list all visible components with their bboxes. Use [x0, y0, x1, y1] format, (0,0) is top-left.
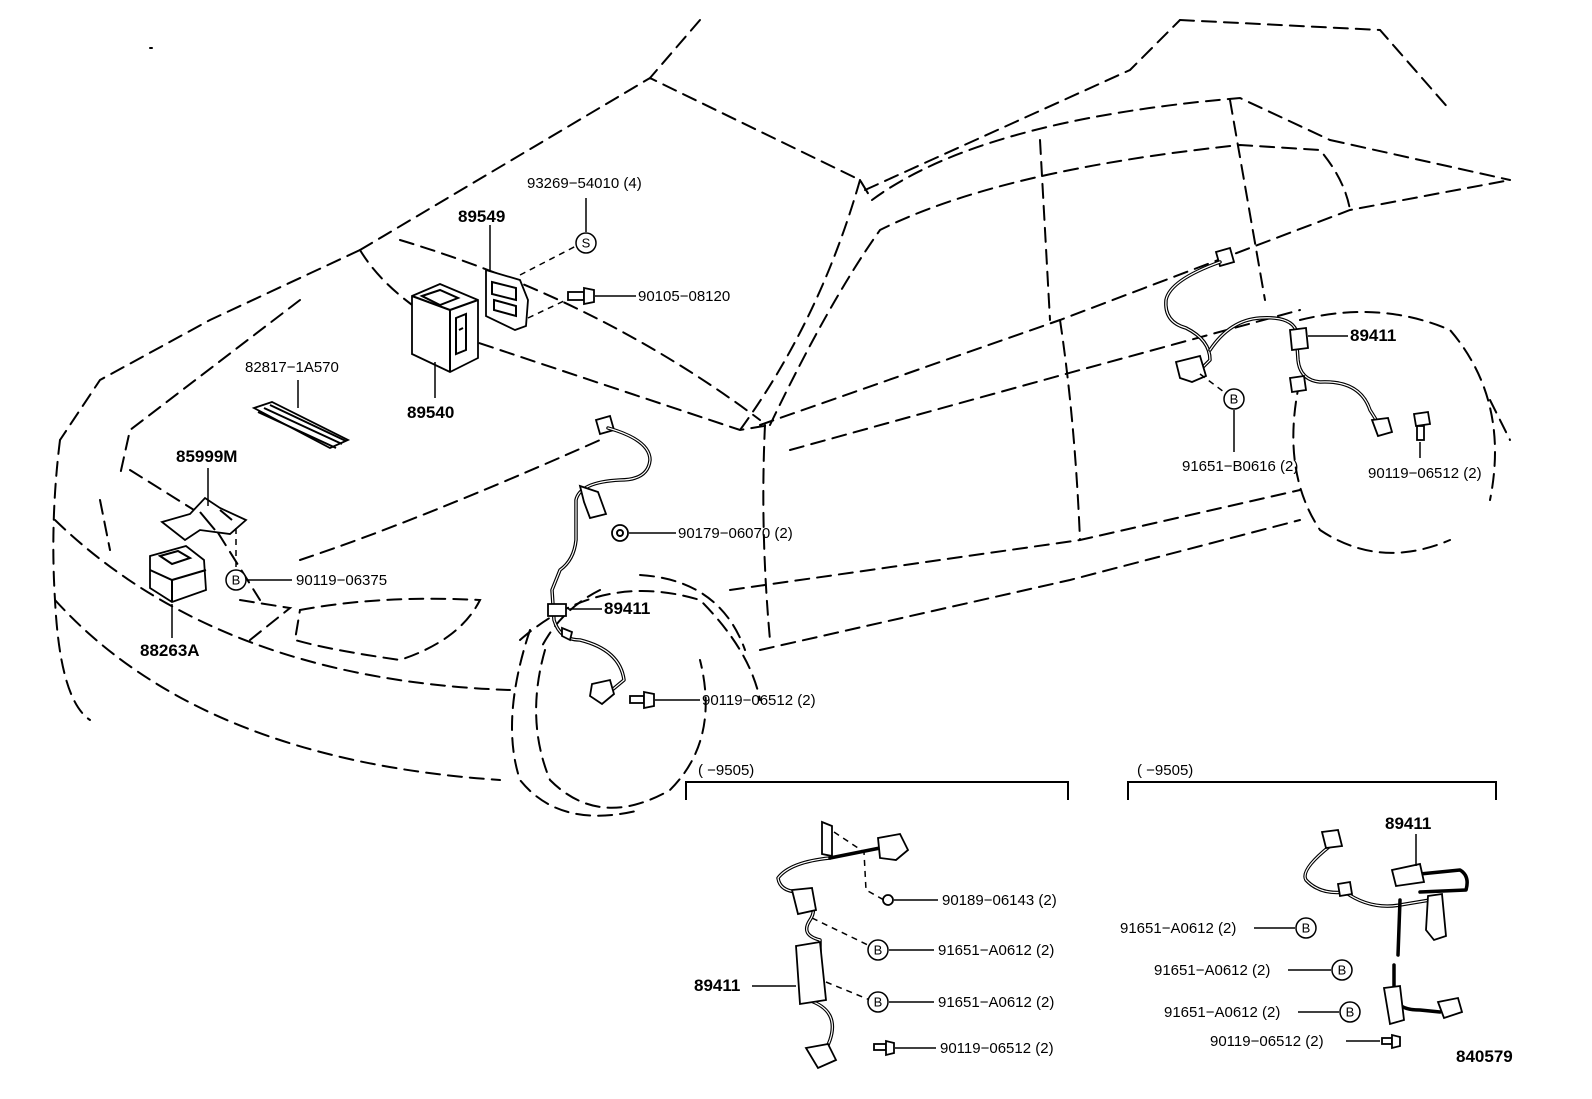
- b-marker-icon: [1295, 917, 1317, 939]
- b-marker-text-1: B: [232, 573, 241, 588]
- b-marker-text-2: B: [1230, 392, 1239, 407]
- inset-left-label-91651-b: 91651−A0612 (2): [938, 994, 1054, 1011]
- ecu-bracket-89549: [485, 225, 529, 331]
- label-90119-front: 90119−06512 (2): [702, 692, 816, 709]
- inset-right-b-text-1: B: [1302, 921, 1311, 936]
- bolt-90119-inset-left-icon: [873, 1039, 895, 1057]
- bolt-90189-icon: [882, 894, 894, 906]
- inset-right-b-text-2: B: [1338, 963, 1347, 978]
- label-89549: 89549: [458, 207, 505, 226]
- label-91651-b0616: 91651−B0616 (2): [1182, 458, 1298, 475]
- inset-right-b-text-3: B: [1346, 1005, 1355, 1020]
- car-body-outline: [52, 19, 1511, 817]
- inset-left-label-91651-a: 91651−A0612 (2): [938, 942, 1054, 959]
- b-marker-icon: [1223, 388, 1245, 410]
- front-speed-sensor-89411: [547, 414, 652, 706]
- label-90119-06375: 90119−06375: [296, 572, 387, 589]
- bolt-90119-rear-icon: [1412, 410, 1432, 441]
- label-89411-front: 89411: [604, 599, 650, 618]
- inset-right-rear-pre9505: ( −9505) 89411 B 91651−A0612 (2) B 91651…: [1120, 762, 1497, 1050]
- label-82817: 82817−1A570: [245, 359, 339, 376]
- inset-right-label-91651-b: 91651−A0612 (2): [1154, 962, 1270, 979]
- inset-right-label-89411: 89411: [1385, 814, 1431, 833]
- figure-id: 840579: [1456, 1047, 1513, 1066]
- inset-left-front-pre9505: ( −9505) 90189−06143 (2) B 91651−A0612 (…: [685, 762, 1069, 1070]
- inset-right-range: ( −9505): [1137, 762, 1193, 779]
- b-marker-icon: [225, 569, 247, 591]
- label-90179: 90179−06070 (2): [678, 525, 793, 542]
- inset-left-label-90189: 90189−06143 (2): [942, 892, 1057, 909]
- label-90119-rear: 90119−06512 (2): [1368, 465, 1482, 482]
- harness-protector-82817: [251, 380, 351, 449]
- inset-right-label-90119: 90119−06512 (2): [1210, 1033, 1324, 1050]
- b-marker-icon: [867, 991, 889, 1013]
- label-85999m: 85999M: [176, 447, 237, 466]
- label-89540: 89540: [407, 403, 454, 422]
- bracket-85999m: [160, 468, 248, 542]
- bolt-90119-front-icon: [629, 690, 655, 710]
- inset-left-label-90119: 90119−06512 (2): [940, 1040, 1054, 1057]
- inset-left-bracket: [685, 781, 1069, 800]
- leader-93269: [519, 244, 579, 276]
- label-90105: 90105−08120: [638, 288, 730, 305]
- label-89411-rear: 89411: [1350, 326, 1396, 345]
- b-marker-icon: [1339, 1001, 1361, 1023]
- rear-speed-sensor-89411: [1164, 246, 1394, 438]
- inset-right-label-91651-c: 91651−A0612 (2): [1164, 1004, 1280, 1021]
- b-marker-icon: [1331, 959, 1353, 981]
- relay-88263a: [149, 545, 207, 638]
- s-marker-icon: [575, 232, 597, 254]
- inset-right-bracket: [1127, 781, 1497, 800]
- leader-91651-b0616-dash: [1199, 373, 1225, 393]
- b-marker-icon: [867, 939, 889, 961]
- inset-left-label-89411: 89411: [694, 976, 740, 995]
- inset-left-b-text-2: B: [874, 995, 883, 1010]
- inset-left-b-text-1: B: [874, 943, 883, 958]
- nut-90179-icon: [611, 524, 629, 542]
- label-93269: 93269−54010 (4): [527, 175, 642, 192]
- leader-90105-dash: [527, 299, 567, 319]
- inset-right-label-91651-a: 91651−A0612 (2): [1120, 920, 1236, 937]
- bolt-90119-inset-right-icon: [1381, 1033, 1401, 1050]
- inset-left-range: ( −9505): [698, 762, 754, 779]
- bolt-90105-icon: [567, 286, 595, 306]
- s-marker-text: S: [582, 236, 591, 251]
- label-88263a: 88263A: [140, 641, 200, 660]
- abs-ecu-89540: [411, 283, 479, 398]
